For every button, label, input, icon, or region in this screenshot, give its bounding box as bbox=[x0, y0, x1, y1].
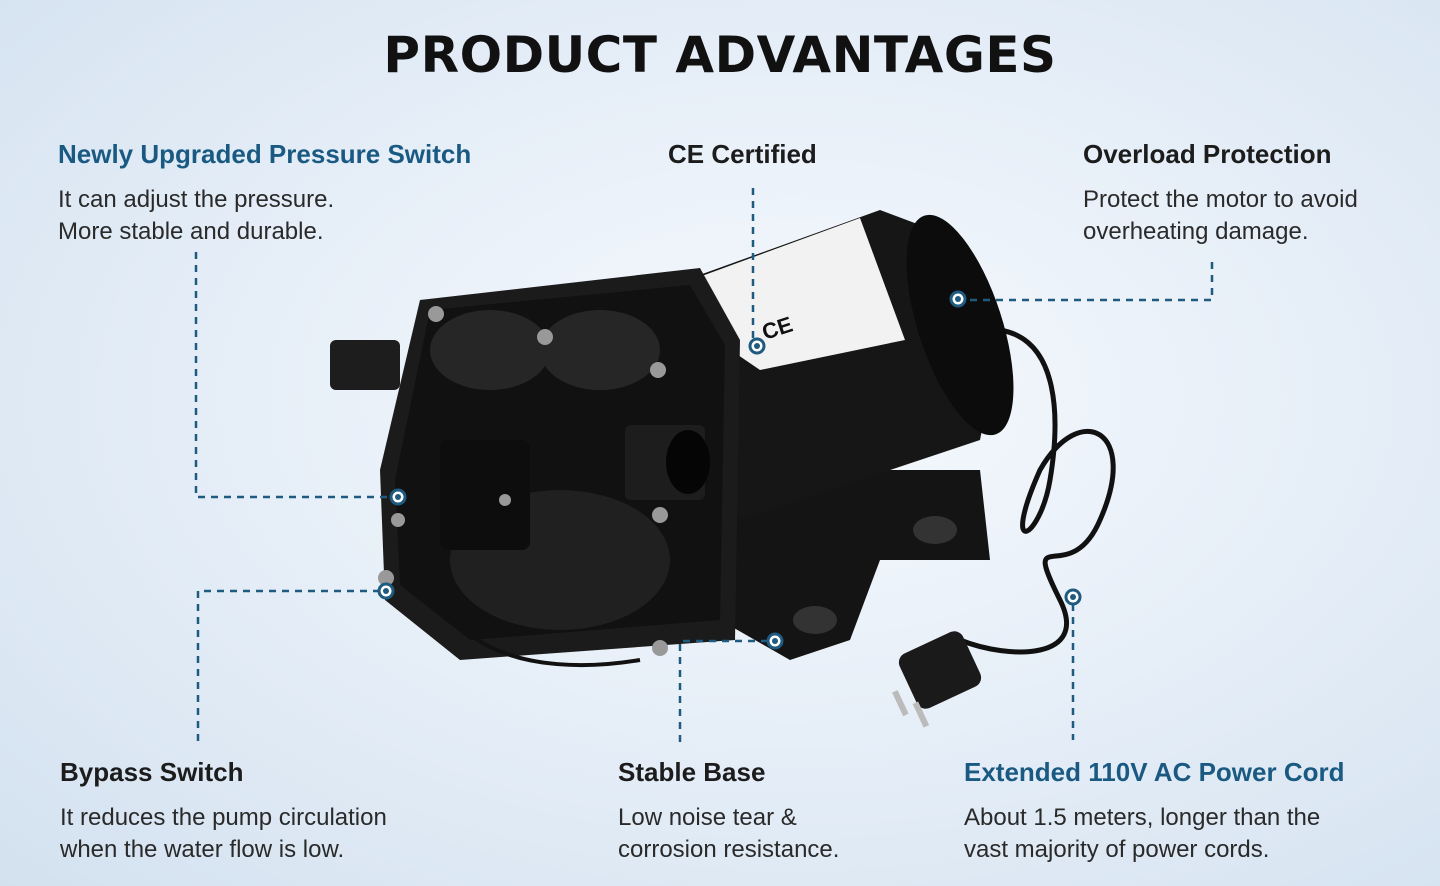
feature-title: Extended 110V AC Power Cord bbox=[964, 757, 1345, 787]
feature-bypass-switch: Bypass Switch It reduces the pump circul… bbox=[60, 757, 387, 866]
feature-power-cord: Extended 110V AC Power Cord About 1.5 me… bbox=[964, 757, 1344, 866]
feature-desc-line: Low noise tear & bbox=[618, 804, 797, 831]
feature-title: Bypass Switch bbox=[60, 757, 244, 787]
feature-title: Newly Upgraded Pressure Switch bbox=[58, 139, 472, 169]
feature-title: Stable Base bbox=[618, 757, 766, 787]
feature-stable-base: Stable Base Low noise tear & corrosion re… bbox=[618, 757, 839, 866]
page-title: PRODUCT ADVANTAGES bbox=[383, 26, 1057, 84]
plug bbox=[892, 631, 982, 728]
feature-desc-line: overheating damage. bbox=[1083, 218, 1309, 245]
feature-title: Overload Protection bbox=[1083, 139, 1332, 169]
feature-desc-line: About 1.5 meters, longer than the bbox=[964, 804, 1321, 831]
callout-line-pressure-switch bbox=[194, 252, 392, 499]
feature-ce-certified: CE Certified bbox=[668, 139, 817, 170]
callout-line-overload bbox=[966, 262, 1214, 302]
feature-desc-line: It can adjust the pressure. bbox=[58, 186, 335, 213]
feature-title: CE Certified bbox=[668, 139, 817, 169]
feature-desc-line: corrosion resistance. bbox=[618, 836, 840, 863]
feature-pressure-switch: Newly Upgraded Pressure Switch It can ad… bbox=[58, 139, 471, 248]
power-cord bbox=[959, 327, 1116, 655]
feature-overload-protection: Overload Protection Protect the motor to… bbox=[1083, 139, 1358, 248]
pump-head bbox=[330, 268, 740, 668]
feature-desc-line: It reduces the pump circulation bbox=[60, 804, 387, 831]
feature-desc-line: vast majority of power cords. bbox=[964, 836, 1270, 863]
feature-desc-line: More stable and durable. bbox=[58, 218, 324, 245]
pump-base bbox=[700, 470, 990, 660]
callout-line-bypass bbox=[196, 589, 380, 745]
feature-desc-line: Protect the motor to avoid bbox=[1083, 186, 1358, 213]
feature-desc-line: when the water flow is low. bbox=[60, 836, 345, 863]
callout-line-base bbox=[678, 639, 768, 745]
